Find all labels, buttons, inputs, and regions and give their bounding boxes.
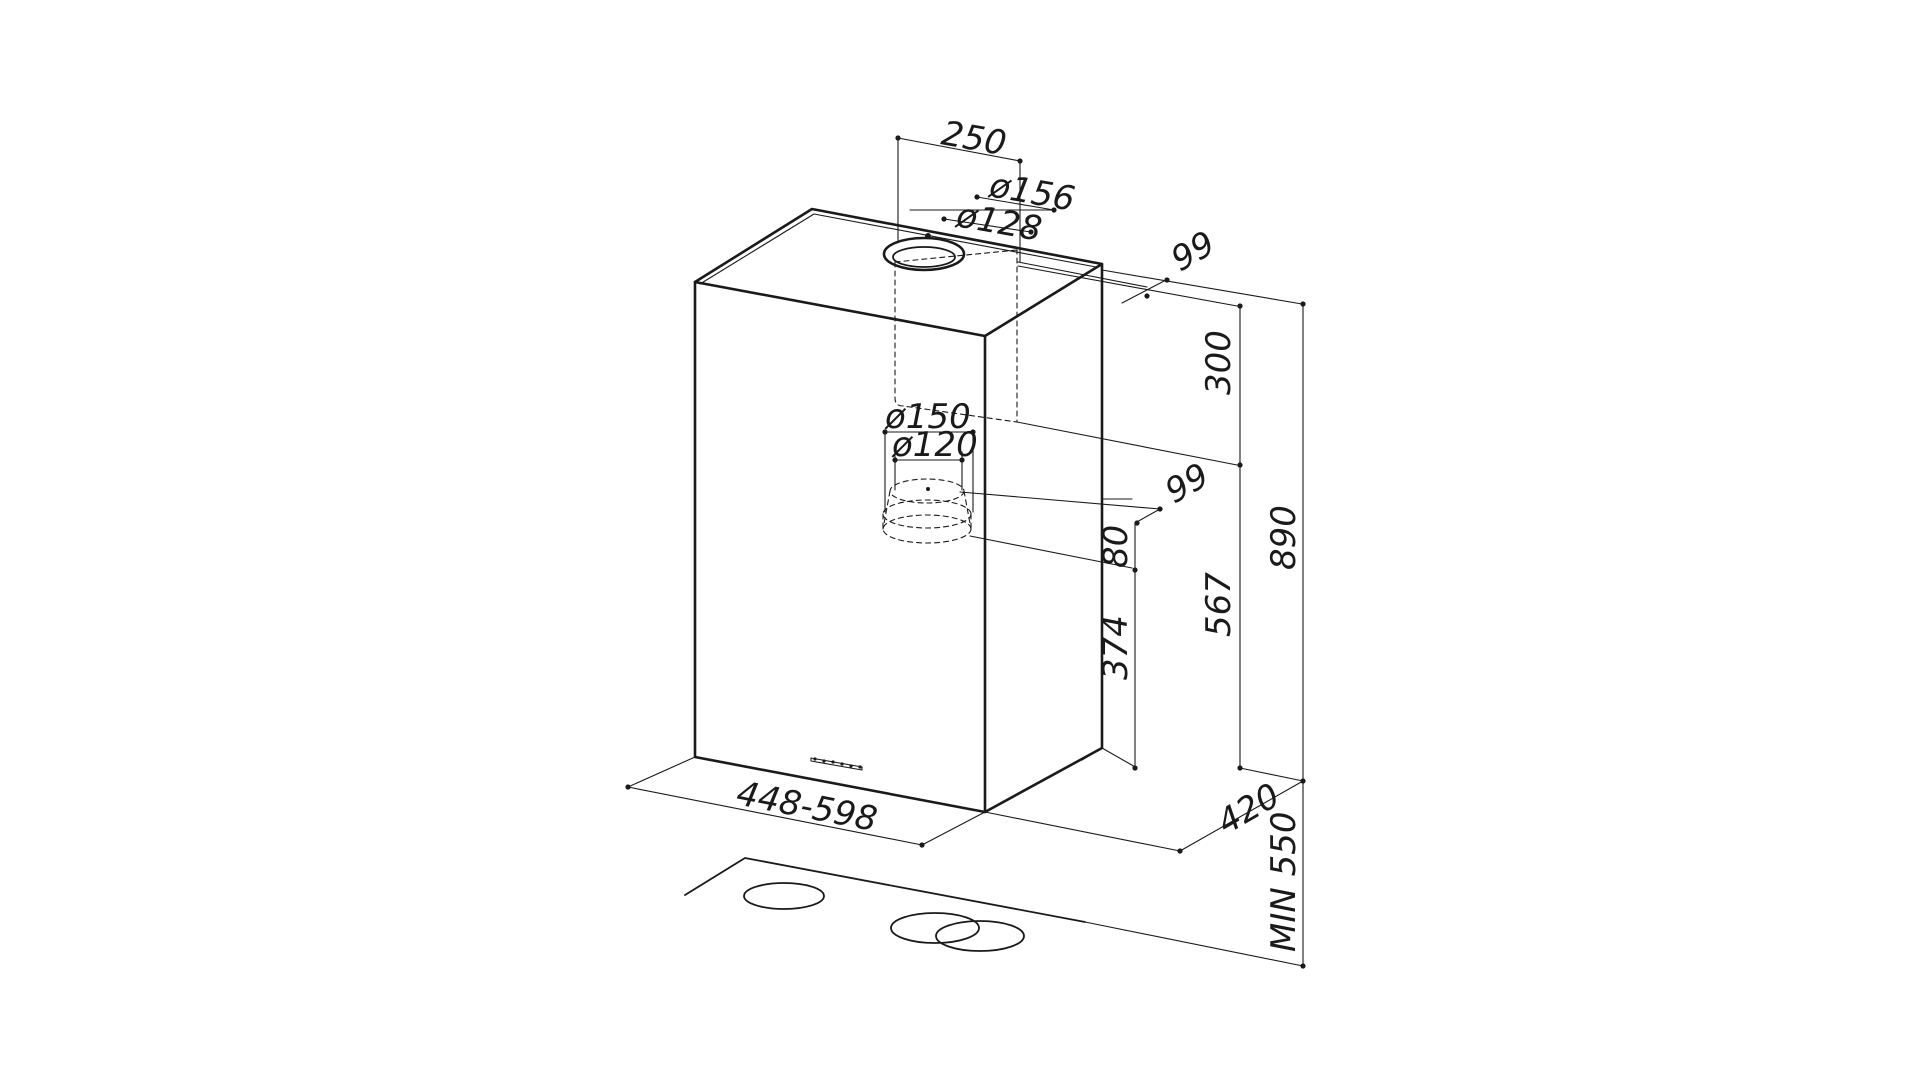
dim-top-depth-offset: 99 — [1165, 224, 1222, 280]
mid-outlet-bottom-ring — [882, 514, 972, 544]
burner-right-front — [935, 920, 1025, 952]
hood-body — [693, 207, 1104, 814]
control-buttons-strip — [810, 757, 863, 771]
dim-collar-height: 80 — [1096, 525, 1136, 568]
dimension-lines — [625, 135, 1306, 969]
hood-side-face — [983, 262, 1104, 814]
dim-mid-depth-offset: 99 — [1159, 456, 1216, 512]
hood-side-bottom-edge — [1081, 747, 1103, 761]
chimney-hidden-outline — [894, 249, 1018, 423]
mid-outlet-top-ring — [889, 478, 965, 504]
chimney-hidden-back — [894, 249, 1018, 263]
burner-left — [743, 882, 825, 910]
dim-total-height: 890 — [1264, 505, 1304, 570]
dimension-labels: 250 ø156 ø128 99 300 ø150 ø120 99 80 374… — [733, 113, 1304, 952]
dim-outlet-height: 374 — [1096, 615, 1136, 680]
burner-right-back — [890, 912, 980, 944]
dim-upper-height: 300 — [1199, 330, 1239, 395]
hood-front-face — [693, 280, 987, 814]
dim-chimney-height: 567 — [1199, 572, 1239, 637]
dim-mid-outer-diameter: ø150 — [884, 397, 971, 437]
dim-mid-inner-diameter: ø120 — [891, 425, 978, 465]
hood-top-inner-edge — [699, 213, 1097, 285]
top-duct-outlet — [882, 236, 1018, 423]
top-outlet-outer-ring — [882, 236, 966, 272]
dim-top-width: 250 — [938, 113, 1009, 164]
cooktop — [684, 857, 1086, 952]
cooktop-surface-edge — [684, 857, 1086, 923]
top-outlet-inner-ring — [892, 246, 956, 268]
dim-min-clearance: MIN 550 — [1264, 812, 1304, 953]
dim-width-range: 448-598 — [733, 774, 880, 840]
hood-top-face — [693, 207, 1104, 338]
control-panel — [810, 757, 863, 771]
